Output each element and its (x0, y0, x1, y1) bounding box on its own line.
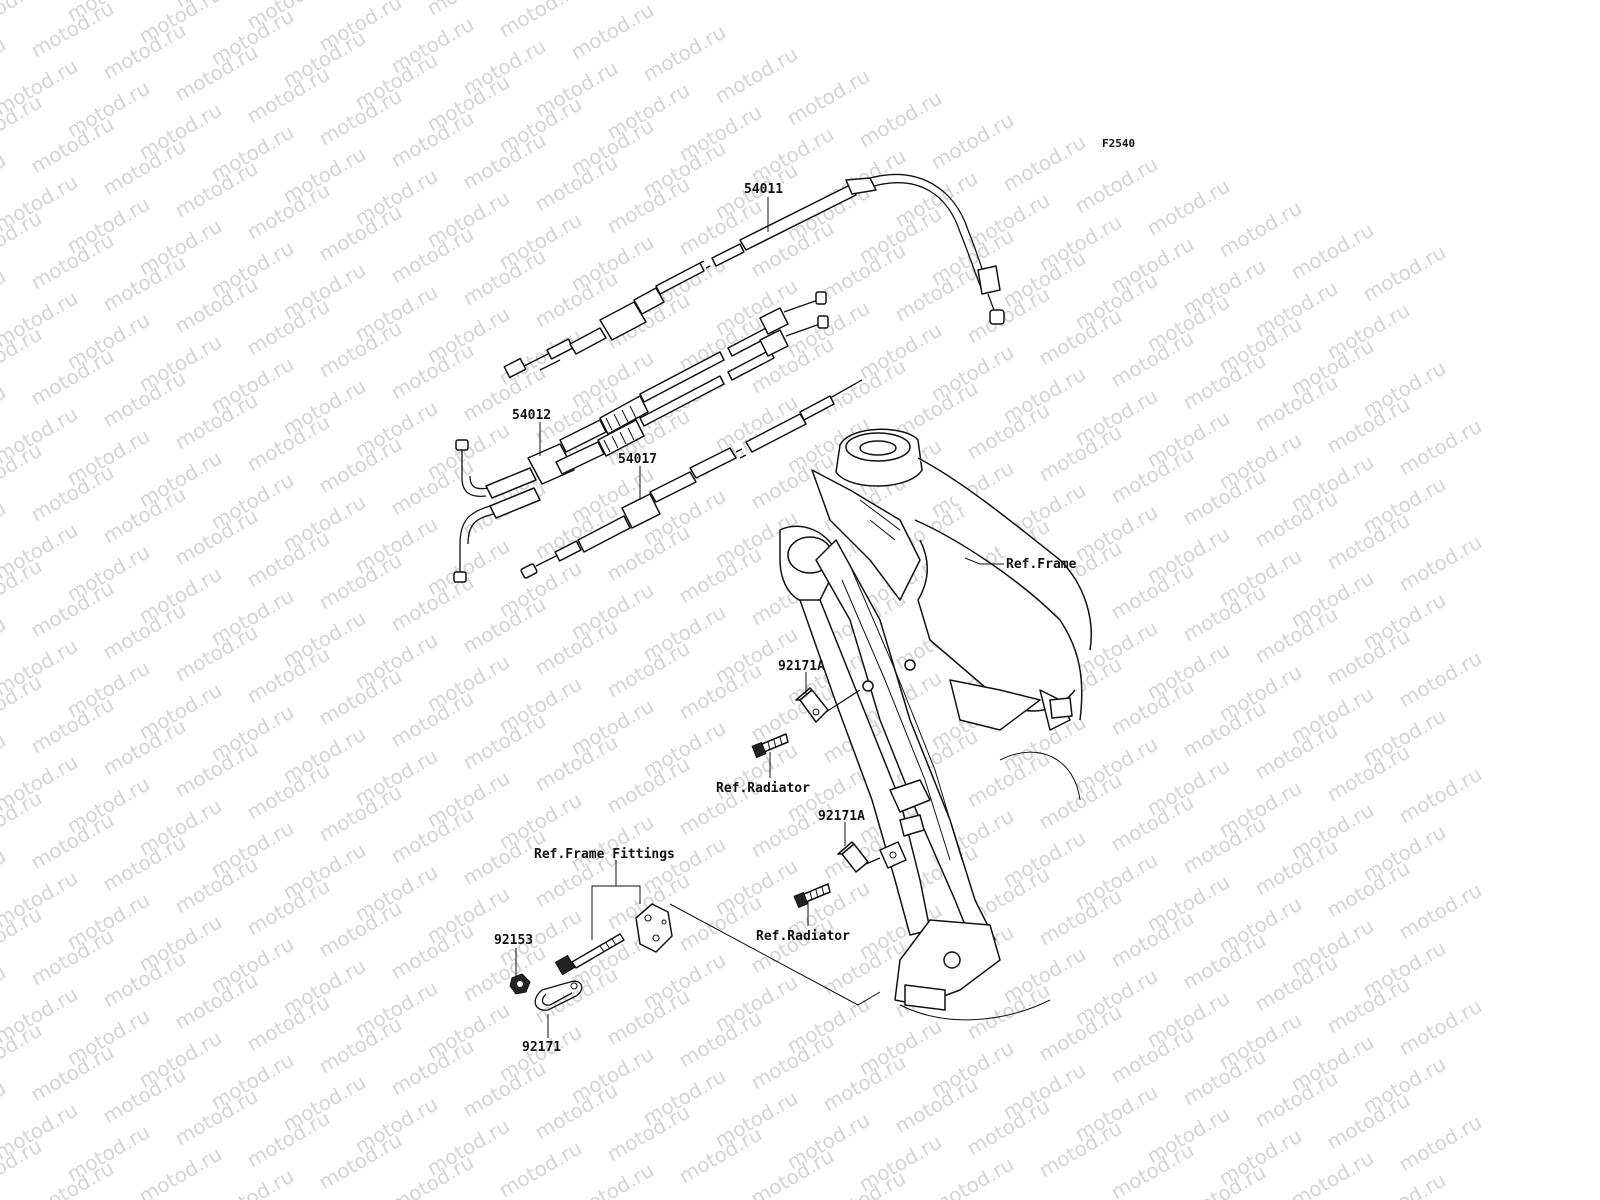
label-92171A-bottom: 92171A (818, 809, 865, 824)
label-ref-frame-fittings: Ref.Frame Fittings (534, 847, 675, 862)
watermark-text: motod.ru (1287, 1146, 1378, 1200)
nut-92153[interactable] (509, 973, 531, 995)
bolt-ref-radiator-upper[interactable] (751, 733, 789, 759)
watermark-text: motod.ru (927, 1152, 1018, 1200)
cable-54012[interactable] (453, 291, 829, 583)
clamp-92171[interactable] (534, 980, 583, 1011)
watermark-text: motod.ru (855, 86, 946, 153)
frame-fittings[interactable] (554, 903, 673, 976)
watermark-text: motod.ru (567, 0, 658, 64)
watermark-text: motod.ru (639, 20, 730, 87)
watermark-text: motod.ru (1359, 240, 1450, 307)
watermark-text: motod.ru (1395, 762, 1486, 829)
diagram-code: F2540 (1102, 137, 1135, 150)
frame-illustration (779, 428, 1092, 1021)
label-ref-radiator-bottom: Ref.Radiator (756, 929, 850, 944)
cable-54011[interactable] (503, 173, 1005, 379)
labels: F2540 54011 54012 54017 Ref.Frame 92171A… (494, 137, 1135, 1055)
label-54011: 54011 (744, 182, 783, 197)
clamp-92171A-lower[interactable] (837, 841, 907, 873)
watermark-text: motod.ru (783, 64, 874, 131)
label-92153: 92153 (494, 933, 533, 948)
watermark-text: motod.ru (927, 108, 1018, 175)
watermark-text: motod.ru (1395, 414, 1486, 481)
watermark-text: motod.ru (495, 1136, 586, 1200)
watermark-text: motod.ru (135, 1142, 226, 1200)
watermark-text: motod.ru (495, 0, 586, 42)
label-ref-radiator-top: Ref.Radiator (716, 781, 810, 796)
label-54012: 54012 (512, 408, 551, 423)
watermark-text: motod.ru (999, 130, 1090, 197)
watermark-layer: motod.rumotod.rumotod.rumotod.rumotod.ru… (0, 0, 1486, 1200)
label-54017: 54017 (618, 452, 657, 467)
clamp-92171A-upper[interactable] (795, 687, 861, 723)
watermark-text: motod.ru (1287, 218, 1378, 285)
watermark-text: motod.ru (1395, 878, 1486, 945)
label-92171A-top: 92171A (778, 659, 825, 674)
leader-lines (515, 197, 1004, 1038)
watermark-text: motod.ru (1143, 174, 1234, 241)
watermark-text: motod.ru (1215, 196, 1306, 263)
watermark-text: motod.ru (1395, 646, 1486, 713)
label-ref-frame: Ref.Frame (1006, 557, 1077, 572)
bolt-ref-radiator-lower[interactable] (793, 883, 831, 909)
watermark-text: motod.ru (1071, 152, 1162, 219)
label-92171: 92171 (522, 1040, 561, 1055)
watermark-text: motod.ru (1395, 994, 1486, 1061)
cable-54017[interactable] (520, 379, 863, 579)
watermark-text: motod.ru (1395, 530, 1486, 597)
watermark-text: motod.ru (711, 42, 802, 109)
watermark-text: motod.ru (1395, 1110, 1486, 1177)
